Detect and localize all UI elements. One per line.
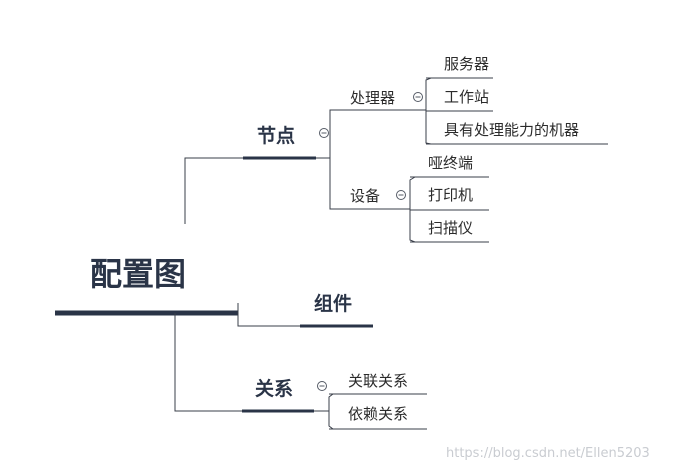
connector-root-component — [237, 303, 300, 327]
connector-relation-top — [314, 393, 334, 412]
leaf-printer[interactable]: 打印机 — [410, 186, 489, 211]
connector-root-node — [184, 157, 243, 224]
leaf-capable-machine[interactable]: 具有处理能力的机器 — [426, 121, 608, 145]
leaf-printer-label: 打印机 — [428, 186, 473, 204]
branch-node[interactable]: 节点 — [243, 125, 329, 160]
collapse-minus-icon[interactable] — [319, 128, 329, 138]
connector-device-top — [409, 176, 416, 209]
root-label: 配置图 — [90, 255, 186, 293]
leaf-association[interactable]: 关联关系 — [329, 372, 427, 395]
connector-node-device — [329, 158, 348, 210]
branch-component[interactable]: 组件 — [300, 292, 373, 328]
collapse-minus-icon[interactable] — [413, 92, 423, 102]
connector-node-processor — [316, 109, 348, 159]
leaf-server-label: 服务器 — [444, 55, 489, 73]
branch-relation-label: 关系 — [255, 377, 293, 400]
leaf-capable-machine-label: 具有处理能力的机器 — [444, 121, 579, 139]
branch-component-label: 组件 — [314, 292, 352, 315]
leaf-dependency-label: 依赖关系 — [348, 405, 408, 423]
collapse-minus-icon[interactable] — [317, 381, 327, 391]
leaf-dumb-terminal-label: 哑终端 — [428, 154, 473, 172]
leaf-workstation[interactable]: 工作站 — [426, 88, 493, 112]
connector-processor-bottom — [425, 110, 432, 145]
leaf-server[interactable]: 服务器 — [426, 55, 493, 79]
leaf-workstation-label: 工作站 — [444, 88, 489, 106]
root-node[interactable]: 配置图 — [55, 255, 238, 316]
subnode-device-label: 设备 — [350, 187, 380, 205]
branch-node-label: 节点 — [257, 125, 295, 147]
subnode-processor-label: 处理器 — [350, 89, 395, 107]
leaf-dependency[interactable]: 依赖关系 — [329, 405, 427, 430]
leaf-association-label: 关联关系 — [348, 372, 408, 390]
subnode-processor[interactable]: 处理器 — [348, 89, 426, 111]
branch-relation[interactable]: 关系 — [242, 377, 327, 413]
leaf-dumb-terminal[interactable]: 哑终端 — [410, 154, 489, 178]
connector-device-bottom — [409, 209, 416, 243]
collapse-minus-icon[interactable] — [396, 190, 406, 200]
connector-processor-top — [425, 77, 432, 110]
watermark-text: https://blog.csdn.net/Ellen5203 — [446, 446, 650, 461]
leaf-scanner[interactable]: 扫描仪 — [410, 219, 489, 243]
leaf-scanner-label: 扫描仪 — [428, 219, 473, 237]
connector-relation-bottom — [328, 411, 334, 430]
connector-root-relation — [174, 313, 242, 412]
subnode-device[interactable]: 设备 — [348, 187, 410, 210]
